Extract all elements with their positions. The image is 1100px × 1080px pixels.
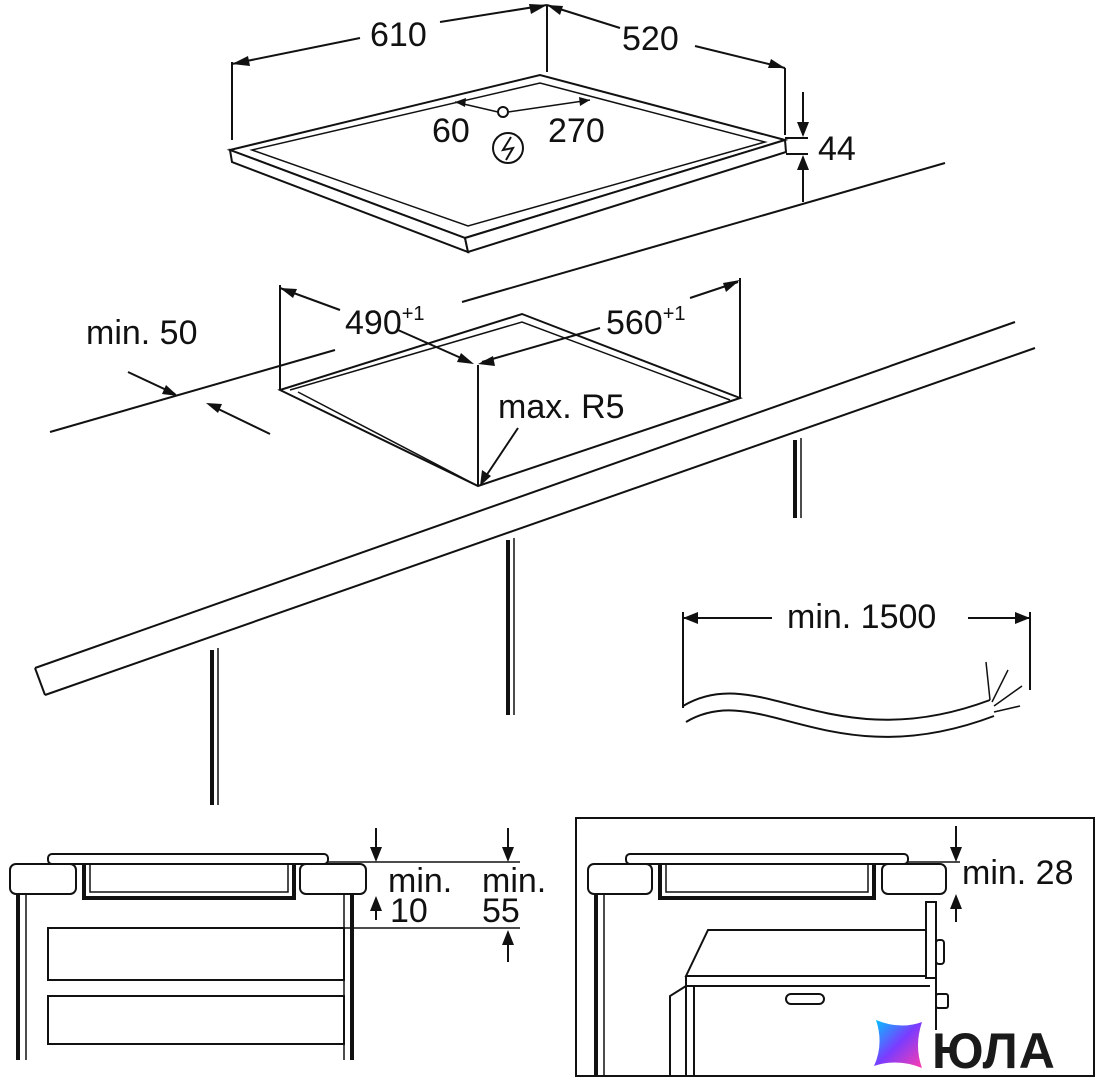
label-min-50: min. 50 bbox=[86, 314, 198, 352]
cable-drawing bbox=[682, 612, 1031, 738]
logo-text: ЮЛА bbox=[932, 1023, 1056, 1079]
worktop-drawing bbox=[34, 162, 1036, 805]
section-drawer bbox=[9, 828, 520, 1060]
label-min-55-b: 55 bbox=[482, 892, 520, 930]
label-min-1500: min. 1500 bbox=[787, 598, 936, 636]
label-60: 60 bbox=[432, 112, 470, 150]
label-490: 490+1 bbox=[345, 303, 425, 342]
power-plug-icon bbox=[492, 132, 524, 164]
label-min-28: min. 28 bbox=[962, 854, 1074, 892]
label-610: 610 bbox=[370, 16, 427, 54]
label-min-10-b: 10 bbox=[390, 892, 428, 930]
label-max-r5: max. R5 bbox=[498, 388, 625, 426]
label-min-55-a: min. bbox=[482, 862, 546, 900]
section-oven bbox=[575, 817, 1095, 1077]
yula-logo: ЮЛА bbox=[874, 1020, 1056, 1079]
label-270: 270 bbox=[548, 112, 605, 150]
label-560: 560+1 bbox=[606, 303, 686, 342]
label-520: 520 bbox=[622, 20, 679, 58]
label-min-10-a: min. bbox=[388, 862, 452, 900]
label-44: 44 bbox=[818, 130, 856, 168]
hob-drawing bbox=[226, 4, 809, 254]
